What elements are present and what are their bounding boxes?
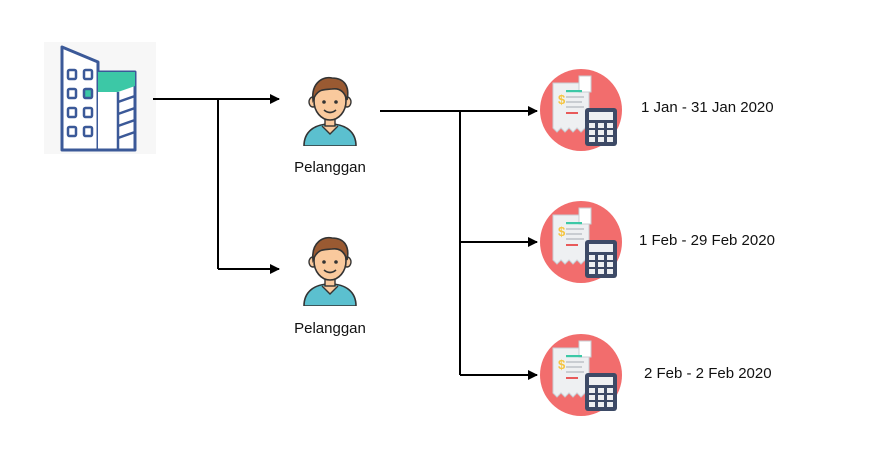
invoice-period-label: 2 Feb - 2 Feb 2020 (644, 365, 772, 382)
customer-connector (380, 106, 538, 380)
company-connector (153, 94, 280, 274)
invoice-period-label: 1 Jan - 31 Jan 2020 (641, 99, 774, 116)
customer-label: Pelanggan (294, 159, 366, 176)
invoice-calculator-icon (539, 68, 623, 152)
invoice-period-label: 1 Feb - 29 Feb 2020 (639, 232, 775, 249)
customer-label: Pelanggan (294, 320, 366, 337)
customer-avatar-icon (303, 76, 357, 146)
customer-avatar-icon (303, 236, 357, 306)
invoice-calculator-icon (539, 200, 623, 284)
invoice-calculator-icon (539, 333, 623, 417)
building-icon (44, 42, 156, 154)
